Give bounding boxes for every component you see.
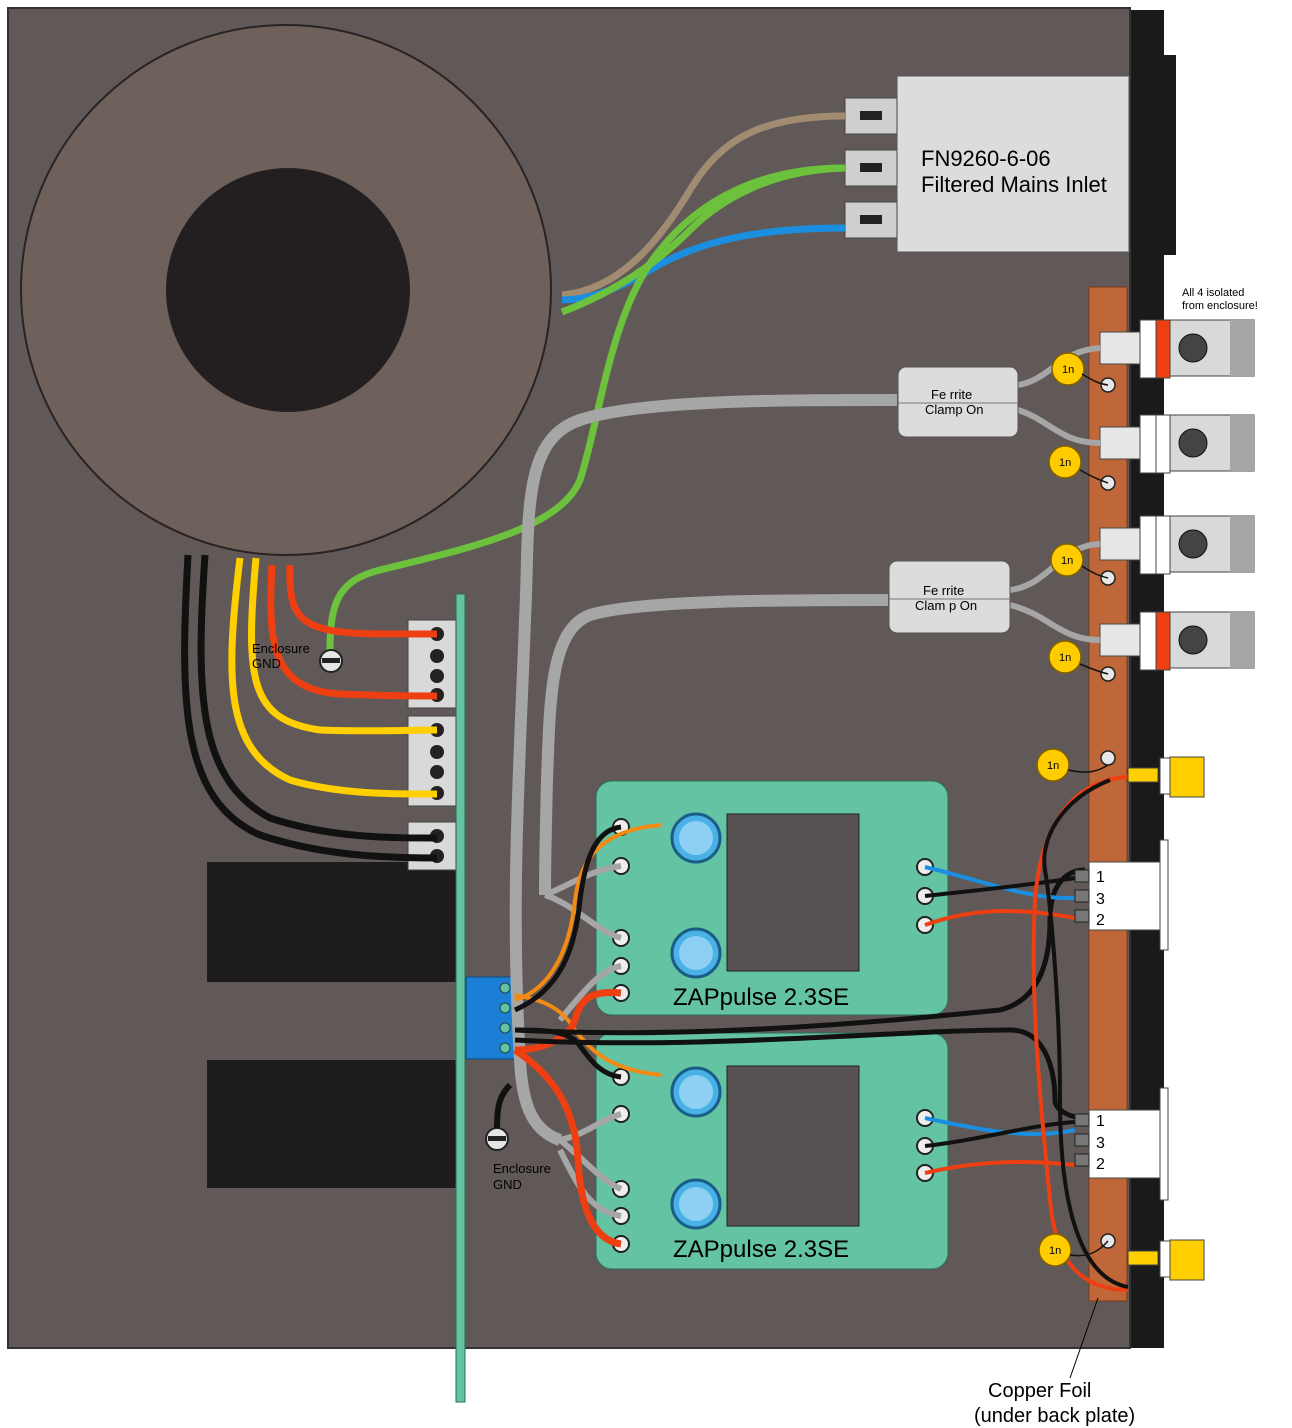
transformer-block-lower: [207, 1060, 461, 1188]
capacitors-1n: [1036, 352, 1085, 1267]
bnc-connectors: [1127, 756, 1205, 1281]
mains-inlet: [844, 75, 1130, 253]
enclosure-gnd-upper-line1: Enclosure: [252, 641, 310, 656]
wire-orange-upper: [514, 823, 662, 1002]
enclosure-gnd-lower-line1: Enclosure: [493, 1161, 551, 1176]
svg-text:3: 3: [1096, 1135, 1105, 1152]
isolation-note-line1: All 4 isolated: [1182, 287, 1244, 299]
xlr-lower-pin-labels: 1 3 2: [1096, 1113, 1105, 1173]
grey-cable-upper: [509, 394, 898, 1146]
ferrite-lower-line1: Fe rrite: [923, 583, 964, 598]
wire-green-earth-2: [560, 164, 846, 316]
enclosure-gnd-lower-line2: GND: [493, 1177, 522, 1192]
copper-foil-pointer: [1069, 1297, 1099, 1379]
ferrite-clamp-lower: [888, 560, 1011, 634]
svg-text:1n: 1n: [1047, 760, 1059, 772]
ferrite-upper-line1: Fe rrite: [931, 387, 972, 402]
isolation-note-line2: from enclosure!: [1182, 300, 1258, 312]
gnd-screw-upper: [319, 649, 343, 673]
board-lower-label: ZAPpulse 2.3SE: [673, 1236, 849, 1263]
grey-cable-lower: [539, 594, 889, 896]
enclosure-gnd-upper-line2: GND: [252, 656, 281, 671]
pcb-vertical: [455, 593, 466, 1403]
svg-text:1: 1: [1096, 869, 1105, 886]
svg-text:2: 2: [1096, 912, 1105, 929]
terminal-blocks: [407, 619, 457, 871]
svg-text:1n: 1n: [1059, 457, 1071, 469]
xlr-connector-upper: [1074, 839, 1169, 951]
svg-text:1n: 1n: [1062, 364, 1074, 376]
copper-foil-label-line2: (under back plate): [974, 1405, 1135, 1427]
copper-foil-label-line1: Copper Foil: [988, 1380, 1091, 1402]
rca-jacks: [1099, 319, 1255, 671]
wire-black-sec-2: [197, 554, 438, 842]
ferrite-clamp-upper: [897, 366, 1019, 438]
zappulse-board-lower: [595, 1032, 949, 1270]
svg-text:3: 3: [1096, 891, 1105, 908]
wire-black-sec-1: [181, 554, 438, 862]
inlet-label-line2: Filtered Mains Inlet: [921, 172, 1107, 197]
wire-red-sec-2: [286, 564, 437, 638]
ferrite-lower-line2: Clam p On: [915, 598, 977, 613]
wire-yellow-sec-1: [228, 557, 438, 798]
wire-red-sec-1: [267, 564, 438, 700]
transformer-block-upper: [207, 862, 461, 982]
ferrite-upper-line2: Clamp On: [925, 402, 984, 417]
xlr-connector-lower: [1074, 1087, 1169, 1201]
inlet-label-line1: FN9260-6-06: [921, 146, 1051, 171]
wire-brown-live: [561, 112, 846, 299]
board-upper-label: ZAPpulse 2.3SE: [673, 984, 849, 1011]
svg-text:1n: 1n: [1059, 652, 1071, 664]
wire-yellow-sec-2: [248, 557, 438, 735]
zappulse-board-upper: [595, 780, 949, 1016]
wire-green-earth: [326, 164, 846, 651]
back-plate-inlet-flange: [1162, 55, 1176, 255]
toroid-core: [166, 168, 410, 412]
svg-text:1: 1: [1096, 1113, 1105, 1130]
svg-text:1n: 1n: [1049, 1245, 1061, 1257]
wire-black-gnd: [494, 1082, 513, 1129]
gnd-screw-lower: [485, 1127, 509, 1151]
capacitor-labels: 1n 1n 1n 1n 1n 1n: [1047, 364, 1074, 1257]
svg-text:2: 2: [1096, 1156, 1105, 1173]
svg-text:1n: 1n: [1061, 555, 1073, 567]
xlr-upper-pin-labels: 1 3 2: [1096, 869, 1105, 929]
